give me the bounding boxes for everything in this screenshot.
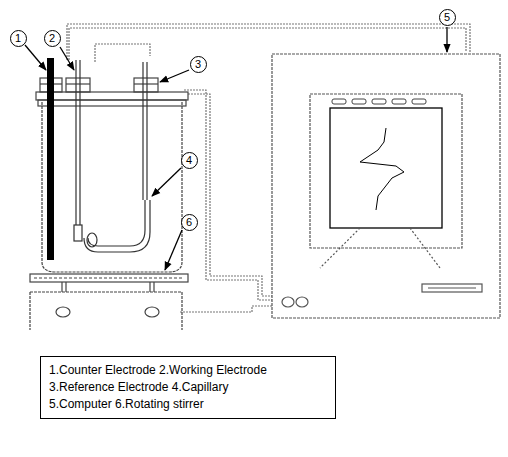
leader-arrow (25, 45, 46, 70)
callout-number: 3 (195, 59, 201, 70)
leader-arrow (446, 27, 447, 52)
capillary (88, 200, 145, 246)
leader-arrow (60, 47, 74, 70)
stirrer-base (30, 292, 182, 330)
callout-number: 5 (444, 12, 450, 23)
toolbar-button (412, 99, 426, 104)
cell-lid (38, 100, 186, 106)
legend-box: 1.Counter Electrode 2.Working Electrode3… (40, 356, 336, 419)
cell-lid (36, 92, 188, 100)
stirrer-leg (153, 282, 154, 292)
toolbar-button (352, 99, 366, 104)
computer-knob (296, 297, 308, 307)
computer (272, 54, 500, 318)
toolbar (332, 99, 426, 104)
callout-circle: 4 (181, 152, 198, 169)
callout-number: 4 (186, 155, 192, 166)
stirrer-leg (61, 282, 62, 292)
wires (67, 24, 470, 312)
leader-arrow (160, 70, 189, 82)
legend-text: 1.Counter Electrode 2.Working Electrode (49, 362, 327, 379)
cell (36, 78, 188, 272)
stirrer-plate-line (34, 277, 184, 278)
callout-circle: 3 (190, 56, 207, 73)
voltammogram-curve (360, 128, 404, 210)
wire (95, 44, 150, 62)
leader-arrows (25, 27, 447, 270)
holder-groove (134, 83, 158, 84)
legend-text: 5.Computer 6.Rotating stirrer (49, 396, 327, 413)
callout-circle: 6 (181, 214, 198, 231)
disk-slot (422, 284, 482, 292)
computer-knob (282, 297, 294, 307)
wire (188, 94, 272, 296)
stirrer-knob (145, 307, 159, 317)
electrode-rod (146, 62, 147, 200)
callout-circle: 1 (10, 30, 27, 47)
capillary (84, 200, 150, 252)
stirrer-leg (149, 282, 150, 292)
electrode-rod (75, 60, 76, 225)
disk-slot-line (428, 287, 476, 288)
stirrer-plate (30, 274, 188, 282)
electrode-tip (74, 225, 82, 241)
callout-number: 2 (49, 33, 55, 44)
wire (180, 306, 272, 312)
toolbar-button (332, 99, 346, 104)
counter-electrode (47, 58, 54, 260)
stirrer (30, 274, 188, 330)
wire (184, 90, 272, 300)
electrode-rod (79, 60, 80, 225)
screen-stand (320, 228, 360, 268)
capillary-tip (87, 233, 97, 247)
electrode-holder (66, 78, 90, 92)
toolbar-button (372, 99, 386, 104)
leader-arrow (165, 230, 182, 270)
holder-groove (66, 83, 90, 84)
beaker (42, 102, 182, 272)
computer-case (272, 54, 500, 318)
callout-number: 6 (186, 217, 192, 228)
stirrer-leg (65, 282, 66, 292)
electrode-holder (134, 78, 158, 92)
toolbar-button (392, 99, 406, 104)
legend-text: 3.Reference Electrode 4.Capillary (49, 379, 327, 396)
screen (310, 94, 462, 248)
working-electrode (74, 60, 82, 241)
stirrer-knob (56, 307, 70, 317)
leader-arrow (152, 168, 181, 196)
callout-circle: 2 (44, 30, 61, 47)
graph-window (330, 108, 442, 228)
callout-number: 1 (15, 33, 21, 44)
reference-electrode (84, 62, 150, 252)
electrode-rod (142, 62, 143, 200)
screen-stand (410, 228, 440, 268)
callout-circle: 5 (439, 9, 456, 26)
